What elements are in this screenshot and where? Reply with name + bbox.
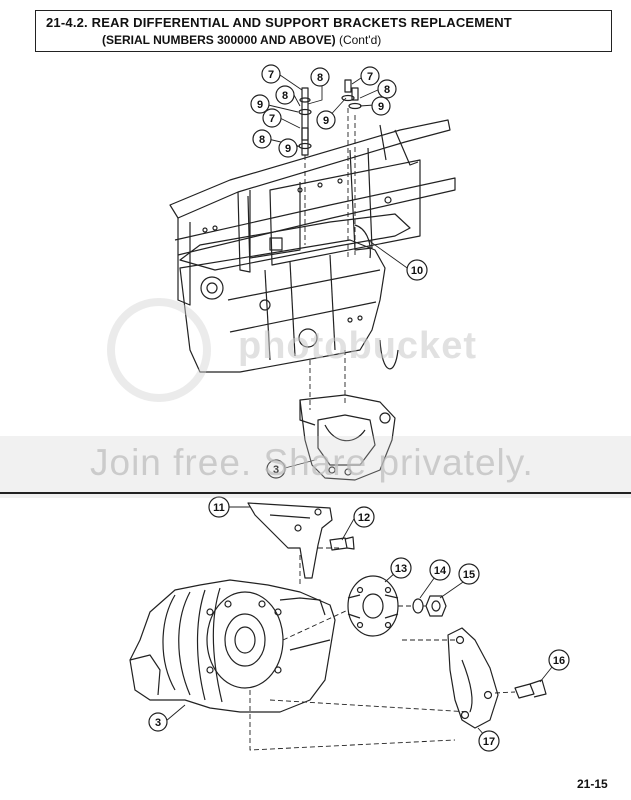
section-divider — [0, 492, 631, 494]
callout-14: 14 — [434, 565, 447, 577]
callout-3: 3 — [273, 464, 279, 476]
callout-9: 9 — [257, 99, 263, 111]
callout-11: 11 — [213, 502, 225, 514]
callout-15: 15 — [463, 569, 475, 581]
callout-13: 13 — [395, 563, 407, 575]
bracket-17 — [447, 627, 499, 729]
page-number: 21-15 — [577, 777, 608, 791]
callout-9: 9 — [323, 115, 329, 127]
upper-bolt-stacks — [298, 79, 362, 156]
watermark-band — [0, 436, 631, 498]
watermark-brand: photobucket — [238, 325, 477, 367]
callout-9: 9 — [378, 101, 384, 113]
watermark-tagline: Join free. Share privately. — [90, 442, 534, 483]
leader-lines — [165, 74, 557, 737]
callout-8: 8 — [282, 90, 288, 102]
callout-3: 3 — [155, 717, 161, 729]
alignment-lines-lower — [249, 547, 516, 751]
callout-7: 7 — [367, 71, 373, 83]
bolt-16 — [514, 679, 547, 699]
callout-10: 10 — [411, 265, 423, 277]
bracket-11 — [247, 502, 333, 579]
procedure-subtitle: (SERIAL NUMBERS 300000 AND ABOVE) (Cont'… — [102, 33, 381, 47]
callout-8: 8 — [259, 134, 265, 146]
vehicle-frame — [169, 119, 456, 373]
alignment-lines-upper — [304, 108, 356, 410]
callout-7: 7 — [269, 113, 275, 125]
watermark-logo-icon — [107, 298, 211, 402]
continued-label: (Cont'd) — [338, 33, 382, 47]
callout-7: 7 — [268, 69, 274, 81]
callout-9: 9 — [285, 143, 291, 155]
callout-16: 16 — [553, 655, 565, 667]
nut-15 — [425, 595, 447, 617]
callout-circles — [148, 64, 570, 752]
washer-14 — [412, 598, 424, 614]
procedure-header: 21-4.2. REAR DIFFERENTIAL AND SUPPORT BR… — [35, 10, 612, 52]
callout-17: 17 — [483, 736, 495, 748]
callout-8: 8 — [317, 72, 323, 84]
bolt-12 — [329, 536, 355, 551]
differential-housing — [129, 579, 336, 713]
differential-upper — [299, 394, 396, 481]
callout-8: 8 — [384, 84, 390, 96]
procedure-title: 21-4.2. REAR DIFFERENTIAL AND SUPPORT BR… — [46, 15, 512, 30]
flange-13 — [347, 575, 399, 637]
callout-12: 12 — [358, 512, 370, 524]
serial-range: (SERIAL NUMBERS 300000 AND ABOVE) — [102, 33, 336, 47]
